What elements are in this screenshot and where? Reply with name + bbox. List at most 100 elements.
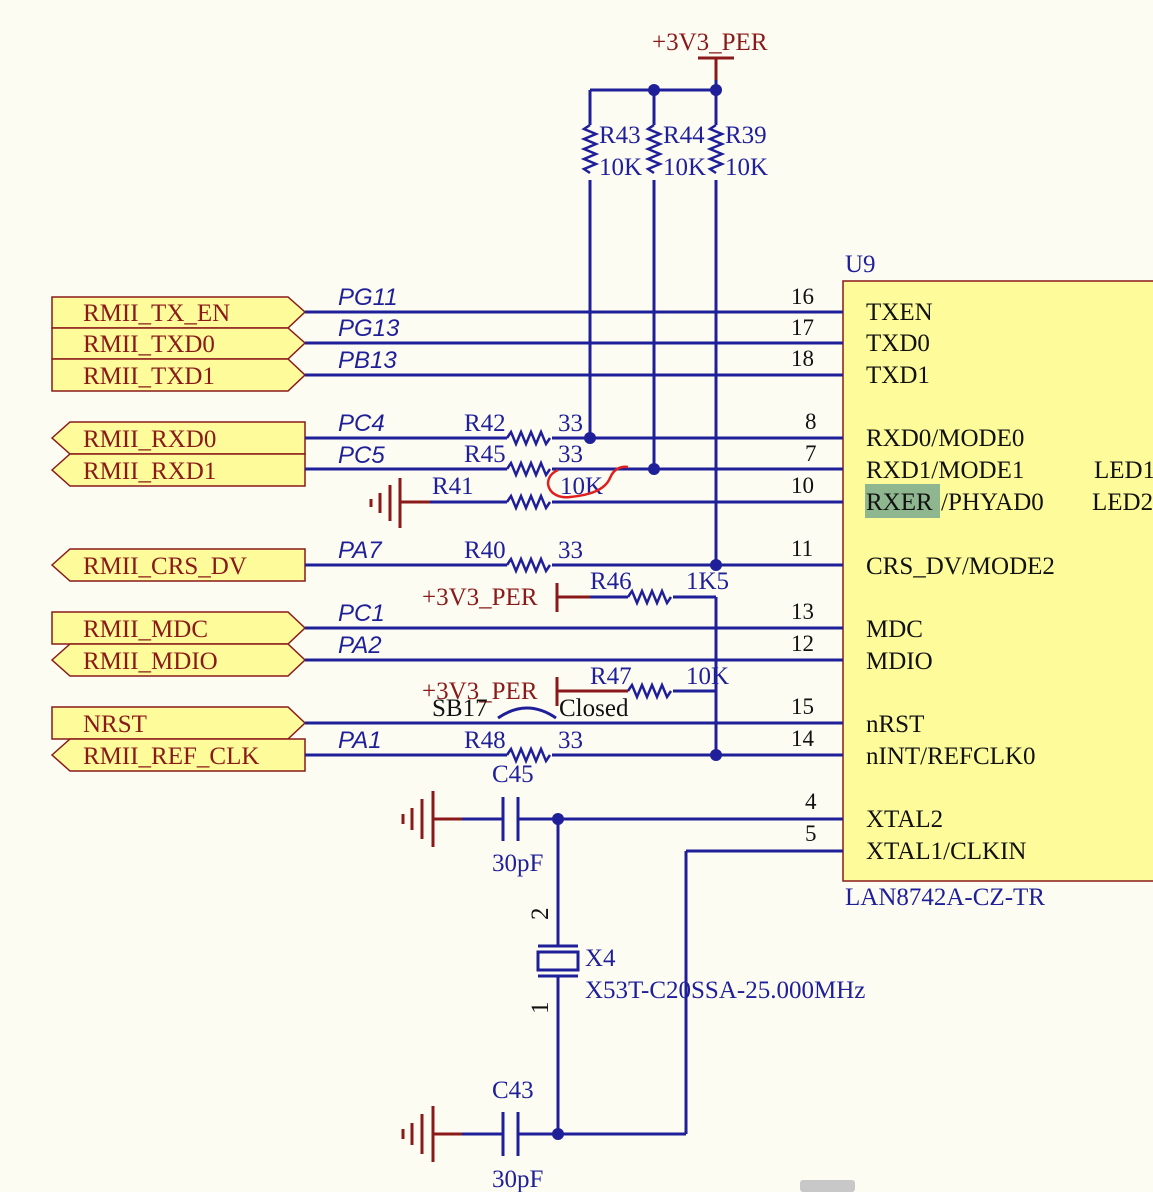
label-crystal-pin_top: 2: [527, 908, 554, 921]
label-chip-pins-3-func: RXD0/MODE0: [866, 425, 1024, 452]
port-rmii-rxd0[interactable]: RMII_RXD0: [50, 421, 306, 455]
label-ports-0-net: PG11: [338, 284, 398, 311]
pullup-r44: R44 10K: [644, 90, 706, 469]
label-ports-2-net: PB13: [338, 347, 397, 374]
label-caps-c45-ref: C45: [492, 761, 534, 788]
label-chip-pins-11-func: XTAL2: [866, 806, 943, 833]
label-chip-pins-6-func: CRS_DV/MODE2: [866, 553, 1055, 580]
label-chip-pins-9-func: nRST: [866, 711, 924, 738]
ground-c45: [401, 791, 462, 847]
label-ports-9-net: PA1: [338, 727, 382, 754]
label-chip-pins-10-func: nINT/REFCLK0: [866, 743, 1035, 770]
port-rmii-tx-en[interactable]: RMII_TX_EN: [51, 296, 307, 329]
label-ports-0-name: RMII_TX_EN: [83, 300, 230, 327]
capacitor-c45: C45 30pF: [462, 761, 843, 877]
chip-pin-labels: 16 TXEN 17 TXD0 18 TXD1 8 RXD0/MODE0 7 R…: [791, 284, 1153, 865]
label-chip-pins-7-num: 13: [791, 599, 814, 624]
port-rmii-rxd1[interactable]: RMII_RXD1: [50, 453, 306, 487]
label-caps-c43-ref: C43: [492, 1077, 534, 1104]
rxer-highlight: [865, 484, 940, 518]
port-nrst[interactable]: NRST: [51, 706, 307, 740]
label-caps-c45-value: 30pF: [492, 850, 543, 877]
label-ports-7-net: PA2: [338, 632, 382, 659]
label-chip-pins-2-func: TXD1: [866, 362, 930, 389]
label-power-r47_rail: +3V3_PER: [422, 678, 538, 705]
label-chip-pins-11-num: 4: [805, 789, 817, 814]
label-chip-pins-12-func: XTAL1/CLKIN: [866, 838, 1026, 865]
label-chip-pins-7-func: MDC: [866, 616, 923, 643]
label-chip-pins-12-num: 5: [805, 821, 817, 846]
port-rmii-crs-dv[interactable]: RMII_CRS_DV: [50, 548, 306, 582]
capacitor-c43: C43 30pF: [462, 1077, 564, 1192]
label-chip-pins-10-num: 14: [791, 726, 815, 751]
port-rmii-ref-clk[interactable]: RMII_REF_CLK: [50, 738, 306, 772]
crystal-x4: 2 1 X4 X53T-C20SSA-25.000MHz: [527, 819, 865, 1134]
pullup-r39: R39 10K: [706, 90, 768, 565]
label-chip-pins-8-num: 12: [791, 631, 814, 656]
label-chip-led2: LED2: [1092, 489, 1153, 516]
label-chip-pins-4-num: 7: [805, 441, 817, 466]
label-series-r40-value: 33: [558, 537, 583, 564]
label-series-r47-ref: R47: [590, 663, 632, 690]
label-ports-1-name: RMII_TXD0: [83, 331, 215, 358]
label-pullups-1-ref: R44: [663, 122, 705, 149]
ground-r41: [369, 478, 430, 528]
label-pullups-2-ref: R39: [725, 122, 767, 149]
label-chip-pins-0-num: 16: [791, 284, 814, 309]
label-chip-pins-0-func: TXEN: [866, 299, 933, 326]
label-pullups-0-ref: R43: [599, 122, 641, 149]
label-ports-3-name: RMII_RXD0: [83, 426, 216, 453]
label-chip-pins-1-num: 17: [791, 315, 814, 340]
label-crystal-part: X53T-C20SSA-25.000MHz: [585, 977, 865, 1004]
label-crystal-pin_bottom: 1: [527, 1002, 554, 1015]
label-series-r48-ref: R48: [464, 727, 506, 754]
annotation-circle: [546, 465, 629, 499]
label-chip-pins-5-func_a: RXER: [866, 489, 933, 516]
label-series-r48-value: 33: [558, 727, 583, 754]
label-chip-pins-1-func: TXD0: [866, 330, 930, 357]
label-crystal-ref: X4: [585, 945, 616, 972]
label-ports-1-net: PG13: [338, 315, 400, 342]
label-ports-6-name: RMII_MDC: [83, 616, 208, 643]
label-ports-6-net: PC1: [338, 600, 385, 627]
port-rmii-txd1[interactable]: RMII_TXD1: [51, 358, 307, 392]
power-symbol-r47: +3V3_PER: [422, 677, 628, 706]
label-ports-9-name: RMII_REF_CLK: [83, 743, 259, 770]
label-series-r42-value: 33: [558, 410, 583, 437]
label-ports-2-name: RMII_TXD1: [83, 363, 215, 390]
label-chip-pins-9-num: 15: [791, 694, 814, 719]
label-ports-5-net: PA7: [338, 537, 383, 564]
label-chip-ref: U9: [845, 251, 876, 278]
power-symbol-r46: +3V3_PER: [422, 583, 590, 612]
label-series-r46-value: 1K5: [686, 568, 729, 595]
label-series-r41-ref: R41: [432, 473, 474, 500]
port-rmii-mdio[interactable]: RMII_MDIO: [50, 643, 307, 677]
pullup-r43: R43 10K: [580, 90, 642, 438]
solder-bridge-sb17: [497, 706, 557, 720]
label-series-r47-value: 10K: [686, 663, 729, 690]
label-ports-7-name: RMII_MDIO: [83, 648, 218, 675]
scroll-tab[interactable]: [800, 1180, 855, 1192]
label-chip-pins-2-num: 18: [791, 346, 814, 371]
power-symbol-top: +3V3_PER: [652, 29, 768, 80]
label-chip-led1: LED1: [1094, 457, 1153, 484]
label-jumper-state: Closed: [559, 695, 629, 722]
ground-c43: [401, 1106, 462, 1162]
port-rmii-txd0[interactable]: RMII_TXD0: [51, 327, 307, 360]
label-ports-4-name: RMII_RXD1: [83, 458, 216, 485]
chip-u9: U9 LAN8742A-CZ-TR: [842, 251, 1153, 911]
label-ports-5-name: RMII_CRS_DV: [83, 553, 247, 580]
label-pullups-2-value: 10K: [725, 154, 768, 181]
label-power-r46_rail: +3V3_PER: [422, 584, 538, 611]
label-series-r42-ref: R42: [464, 410, 506, 437]
label-series-r45-value: 33: [558, 441, 583, 468]
label-pullups-1-value: 10K: [663, 154, 706, 181]
label-chip-pins-5-num: 10: [791, 473, 814, 498]
port-rmii-mdc[interactable]: RMII_MDC: [51, 611, 307, 645]
label-chip-pins-4-func: RXD1/MODE1: [866, 457, 1024, 484]
label-ports-8-name: NRST: [83, 711, 147, 738]
label-series-r46-ref: R46: [590, 568, 632, 595]
label-ports-3-net: PC4: [338, 410, 385, 437]
label-series-r45-ref: R45: [464, 441, 506, 468]
